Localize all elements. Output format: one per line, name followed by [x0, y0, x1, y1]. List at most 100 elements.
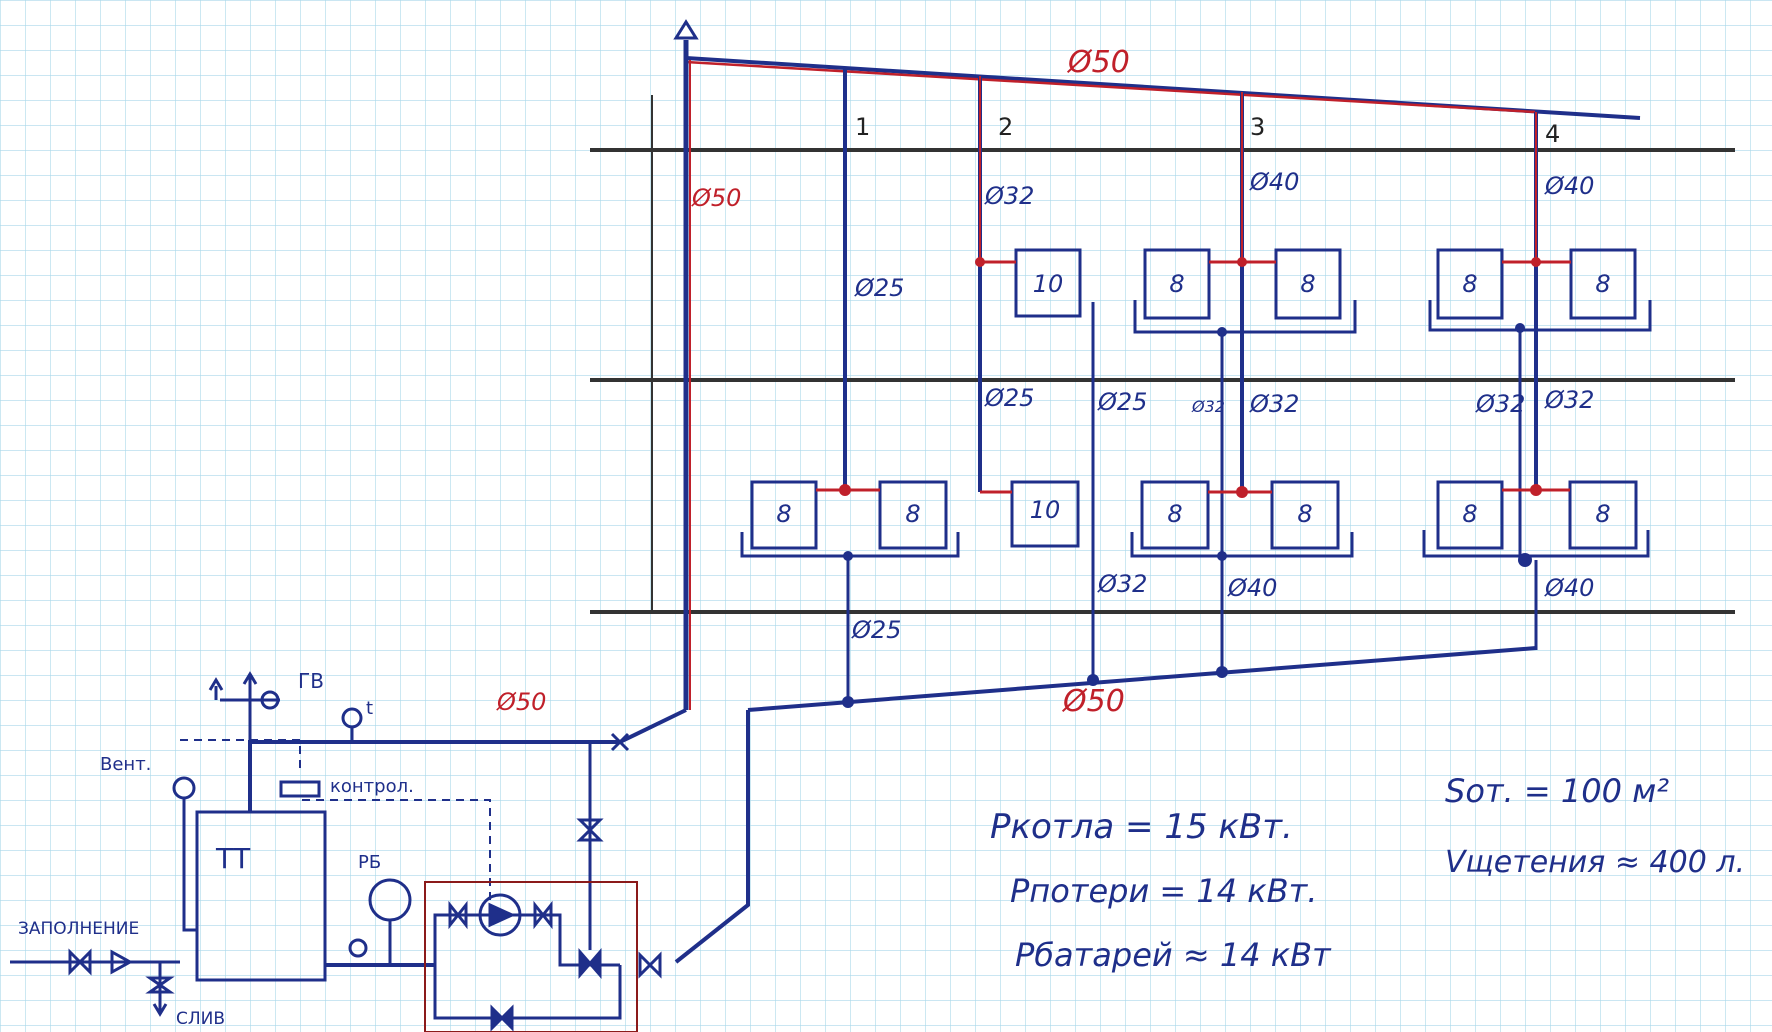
riser-1-mid-diameter: Ø25: [854, 274, 904, 302]
main-riser-diameter: Ø50: [691, 184, 741, 212]
check-valve: [110, 949, 134, 975]
radiators-floor-1: [740, 480, 1650, 558]
hot-water-label: ГВ: [298, 669, 324, 693]
riser-1-number: 1: [855, 113, 870, 141]
boiler: [195, 810, 327, 982]
riser-4-return-diameter: Ø32: [1475, 390, 1525, 418]
return-down-pipe: [674, 710, 750, 964]
radiator: [1140, 480, 1210, 550]
radiator-power: 8: [776, 500, 791, 528]
pressure-gauge-icon: [348, 938, 368, 958]
hot-water-up: [242, 671, 258, 700]
calc-notes: Pкотла = 15 кВт. Pпотери = 14 кВт. Pбата…: [990, 772, 1745, 974]
floor-lines: [590, 148, 1735, 614]
supply-valve: [610, 732, 630, 752]
bypass-valve: [576, 818, 604, 842]
supply-risers-red: [979, 76, 1537, 262]
riser-2-mid-diameter: Ø25: [984, 384, 1034, 412]
radiator: [750, 480, 818, 550]
riser-4-number: 4: [1545, 120, 1560, 148]
radiator: [1274, 248, 1342, 320]
radiator: [1014, 248, 1082, 318]
radiator-labels: 10 8 8 8 8 8 8 10 8 8 8 8: [776, 270, 1610, 528]
circulation-pump: [478, 893, 522, 937]
radiator-power: 10: [1030, 496, 1061, 524]
radiator-power: 8: [1462, 270, 1477, 298]
pump-group: [433, 893, 662, 1032]
main-top-diameter: Ø50: [1066, 45, 1130, 80]
return-risers: [846, 302, 1538, 702]
hot-water-outlet: [208, 677, 224, 700]
riser-2-lower-diameter: Ø32: [1097, 570, 1147, 598]
radiator-power: 8: [1462, 500, 1477, 528]
return-valve: [638, 951, 662, 979]
controller: [279, 780, 321, 798]
radiator: [1436, 480, 1504, 550]
boiler-assembly: [10, 671, 687, 1017]
riser-2-upper-diameter: Ø32: [984, 182, 1034, 210]
riser-3-number: 3: [1250, 113, 1265, 141]
volume-note: Vщетения ≈ 400 л.: [1445, 845, 1745, 880]
radiator: [1568, 480, 1638, 550]
radiator: [1143, 248, 1211, 320]
radiator-power: 10: [1033, 270, 1064, 298]
riser-3-mid-diameter: Ø32: [1249, 390, 1299, 418]
pump-valve-right: [533, 900, 553, 930]
return-main-pipe: [747, 646, 1537, 712]
radiator-base: [1133, 300, 1357, 334]
riser-2-return-diameter: Ø25: [1097, 388, 1147, 416]
riser-2-number: 2: [998, 113, 1013, 141]
control-dashed-lines: [180, 739, 491, 900]
three-way-valve: [578, 947, 602, 980]
riser-4-lower-diameter: Ø40: [1544, 574, 1594, 602]
riser-4-mid-diameter: Ø32: [1544, 386, 1594, 414]
riser-1-lower-diameter: Ø25: [851, 616, 901, 644]
supply-boiler-diameter: Ø50: [496, 688, 546, 716]
riser-numbers: 1 2 3 4: [855, 113, 1560, 148]
radiator: [1010, 480, 1080, 548]
boiler-label: ТТ: [215, 842, 251, 875]
riser-3-return-diameter: Ø32: [1191, 397, 1225, 416]
junction-dots: [839, 257, 1542, 498]
riser-3-lower-diameter: Ø40: [1227, 574, 1277, 602]
riser-3-upper-diameter: Ø40: [1249, 168, 1299, 196]
radiator-power: 8: [1300, 270, 1315, 298]
heat-loss-note: Pпотери = 14 кВт.: [1010, 872, 1317, 910]
expansion-label: РБ: [358, 852, 381, 873]
return-main-diameter: Ø50: [1061, 684, 1125, 719]
fill-label: ЗАПОЛНЕНИЕ: [18, 919, 139, 939]
air-vent-arrow: [673, 19, 699, 40]
radiator-power: 8: [1169, 270, 1184, 298]
radiator: [1270, 480, 1340, 550]
control-label: контрол.: [330, 776, 414, 797]
boiler-labels: ТТ ГВ Вент. контрол. t РБ ЗАПОЛНЕНИЕ СЛИ…: [18, 669, 414, 1029]
boiler-power-note: Pкотла = 15 кВт.: [990, 807, 1293, 847]
radiator: [1569, 248, 1637, 320]
bypass-pump-valve: [490, 1004, 514, 1032]
top-main-pipe-red: [685, 60, 1536, 114]
drain-valve: [145, 976, 175, 994]
vent-label: Вент.: [100, 754, 151, 775]
radiator-base: [1130, 532, 1354, 558]
drain-line: [152, 962, 168, 1017]
radiator-power: 8: [1595, 270, 1610, 298]
temp-label: t: [366, 698, 373, 719]
drain-label: СЛИВ: [176, 1009, 225, 1029]
area-note: Sот. = 100 м²: [1445, 772, 1669, 810]
fill-valve: [68, 948, 92, 976]
radiator-power-note: Pбатарей ≈ 14 кВт: [1015, 936, 1332, 974]
radiator-base: [1428, 300, 1652, 332]
radiator-power: 8: [905, 500, 920, 528]
radiator-power: 8: [1297, 500, 1312, 528]
radiator: [878, 480, 948, 550]
pump-group-frame: [424, 881, 638, 1032]
radiator-power: 8: [1595, 500, 1610, 528]
riser-4-upper-diameter: Ø40: [1544, 172, 1594, 200]
pump-valve-left: [448, 900, 468, 930]
radiator-power: 8: [1167, 500, 1182, 528]
diameter-labels: Ø50 Ø50 Ø50 Ø50 Ø25 Ø25 Ø32 Ø25 Ø25 Ø32 …: [496, 45, 1594, 719]
radiator-base: [1422, 530, 1650, 558]
radiator: [1436, 248, 1504, 320]
